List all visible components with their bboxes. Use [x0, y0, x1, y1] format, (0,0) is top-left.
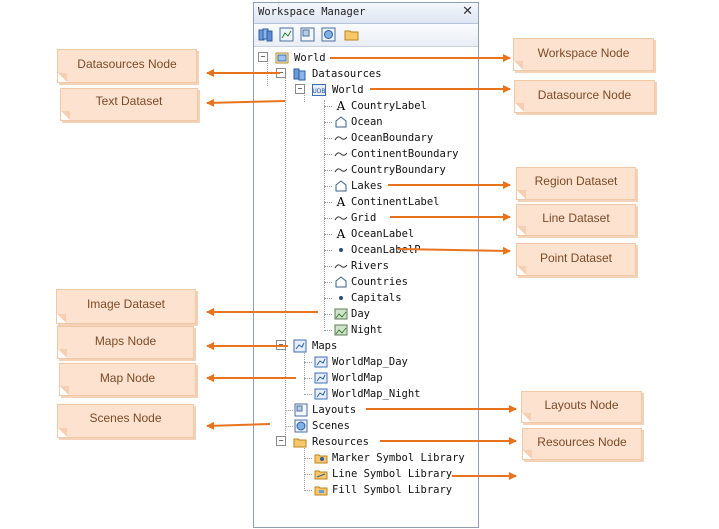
dataset-item[interactable]: OceanLabelP — [351, 244, 421, 256]
callout-text-dataset: Text Dataset — [60, 88, 198, 121]
layouts-node[interactable]: Layouts — [312, 404, 357, 416]
expand-toggle[interactable]: − — [258, 52, 268, 62]
image-dataset-icon — [334, 308, 348, 320]
scenes-icon — [294, 419, 308, 433]
layouts-icon — [294, 403, 308, 417]
dataset-item[interactable]: OceanBoundary — [351, 132, 434, 144]
panel-title: Workspace Manager — [258, 6, 366, 18]
line-library-icon — [314, 470, 328, 480]
line-dataset-icon — [334, 264, 348, 269]
resources-folder-icon — [293, 438, 307, 448]
text-dataset-icon: A — [336, 99, 346, 113]
maps-icon — [293, 339, 307, 353]
close-icon[interactable]: ✕ — [462, 4, 473, 19]
callout-point-dataset: Point Dataset — [516, 243, 636, 276]
datasources-icon — [293, 68, 306, 81]
title-bar: Workspace Manager ✕ — [254, 3, 478, 24]
open-folder-icon[interactable] — [344, 27, 359, 42]
dataset-item[interactable]: CountryLabel — [351, 100, 427, 112]
dataset-item[interactable]: Ocean — [351, 116, 383, 128]
callout-image-dataset: Image Dataset — [56, 289, 196, 324]
expand-toggle[interactable]: − — [276, 436, 286, 446]
dataset-item[interactable]: Day — [351, 308, 370, 320]
text-dataset-icon: A — [336, 227, 346, 241]
callout-line-dataset: Line Dataset — [516, 204, 636, 236]
maps-node[interactable]: Maps — [312, 340, 338, 352]
datasource-node[interactable]: World — [332, 84, 364, 96]
dataset-item[interactable]: Capitals — [351, 292, 402, 304]
callout-datasources-node: Datasources Node — [57, 49, 197, 83]
callout-region-dataset: Region Dataset — [516, 167, 636, 200]
callout-scenes-node: Scenes Node — [57, 404, 194, 438]
dataset-item[interactable]: ContinentBoundary — [351, 148, 459, 160]
region-dataset-icon — [335, 276, 347, 288]
dataset-item[interactable]: CountryBoundary — [351, 164, 446, 176]
image-dataset-icon — [334, 324, 348, 336]
callout-map-node: Map Node — [59, 363, 196, 396]
new-map-icon[interactable] — [279, 27, 294, 42]
expand-toggle[interactable]: − — [276, 68, 286, 78]
callout-maps-node: Maps Node — [57, 326, 194, 359]
point-dataset-icon — [339, 248, 343, 252]
udb-datasource-icon: UDB — [312, 84, 326, 96]
dataset-item[interactable]: Grid — [351, 212, 377, 224]
map-icon — [314, 356, 328, 368]
dataset-item[interactable]: ContinentLabel — [351, 196, 440, 208]
resource-item[interactable]: Marker Symbol Library — [332, 452, 465, 464]
dataset-item[interactable]: Rivers — [351, 260, 389, 272]
line-dataset-icon — [334, 216, 348, 221]
map-icon — [314, 372, 328, 384]
open-datasource-icon[interactable] — [258, 27, 273, 42]
marker-library-icon — [314, 454, 328, 464]
scenes-node[interactable]: Scenes — [312, 420, 350, 432]
line-dataset-icon — [334, 152, 348, 157]
workspace-node[interactable]: World — [294, 52, 326, 64]
dataset-item[interactable]: Countries — [351, 276, 408, 288]
callout-resources-node: Resources Node — [522, 428, 642, 460]
map-item[interactable]: WorldMap_Night — [332, 388, 421, 400]
callout-layouts-node: Layouts Node — [521, 391, 642, 423]
expand-toggle[interactable]: − — [295, 84, 305, 94]
workspace-tree: − World − Datasources − UDB World A Coun… — [254, 47, 478, 527]
new-layout-icon[interactable] — [300, 27, 315, 42]
datasources-node[interactable]: Datasources — [312, 68, 382, 80]
resources-node[interactable]: Resources — [312, 436, 369, 448]
callout-workspace-node: Workspace Node — [513, 38, 654, 71]
region-dataset-icon — [335, 180, 347, 192]
expand-toggle[interactable]: − — [276, 340, 286, 350]
line-dataset-icon — [334, 168, 348, 173]
line-dataset-icon — [334, 136, 348, 141]
dataset-item[interactable]: Lakes — [351, 180, 383, 192]
map-icon — [314, 388, 328, 400]
workspace-icon — [275, 52, 289, 64]
dataset-item[interactable]: OceanLabel — [351, 228, 415, 240]
svg-text:UDB: UDB — [312, 88, 325, 95]
map-item[interactable]: WorldMap_Day — [332, 356, 408, 368]
dataset-item[interactable]: Night — [351, 324, 383, 336]
toolbar — [254, 24, 478, 47]
workspace-manager-panel: Workspace Manager ✕ — [253, 2, 479, 528]
text-dataset-icon: A — [336, 195, 346, 209]
map-item[interactable]: WorldMap — [332, 372, 383, 384]
new-scene-icon[interactable] — [321, 27, 336, 42]
resource-item[interactable]: Line Symbol Library — [332, 468, 453, 480]
resource-item[interactable]: Fill Symbol Library — [332, 484, 453, 496]
callout-datasource-node: Datasource Node — [514, 80, 655, 113]
fill-library-icon — [314, 486, 328, 496]
region-dataset-icon — [335, 116, 347, 128]
point-dataset-icon — [339, 296, 343, 300]
